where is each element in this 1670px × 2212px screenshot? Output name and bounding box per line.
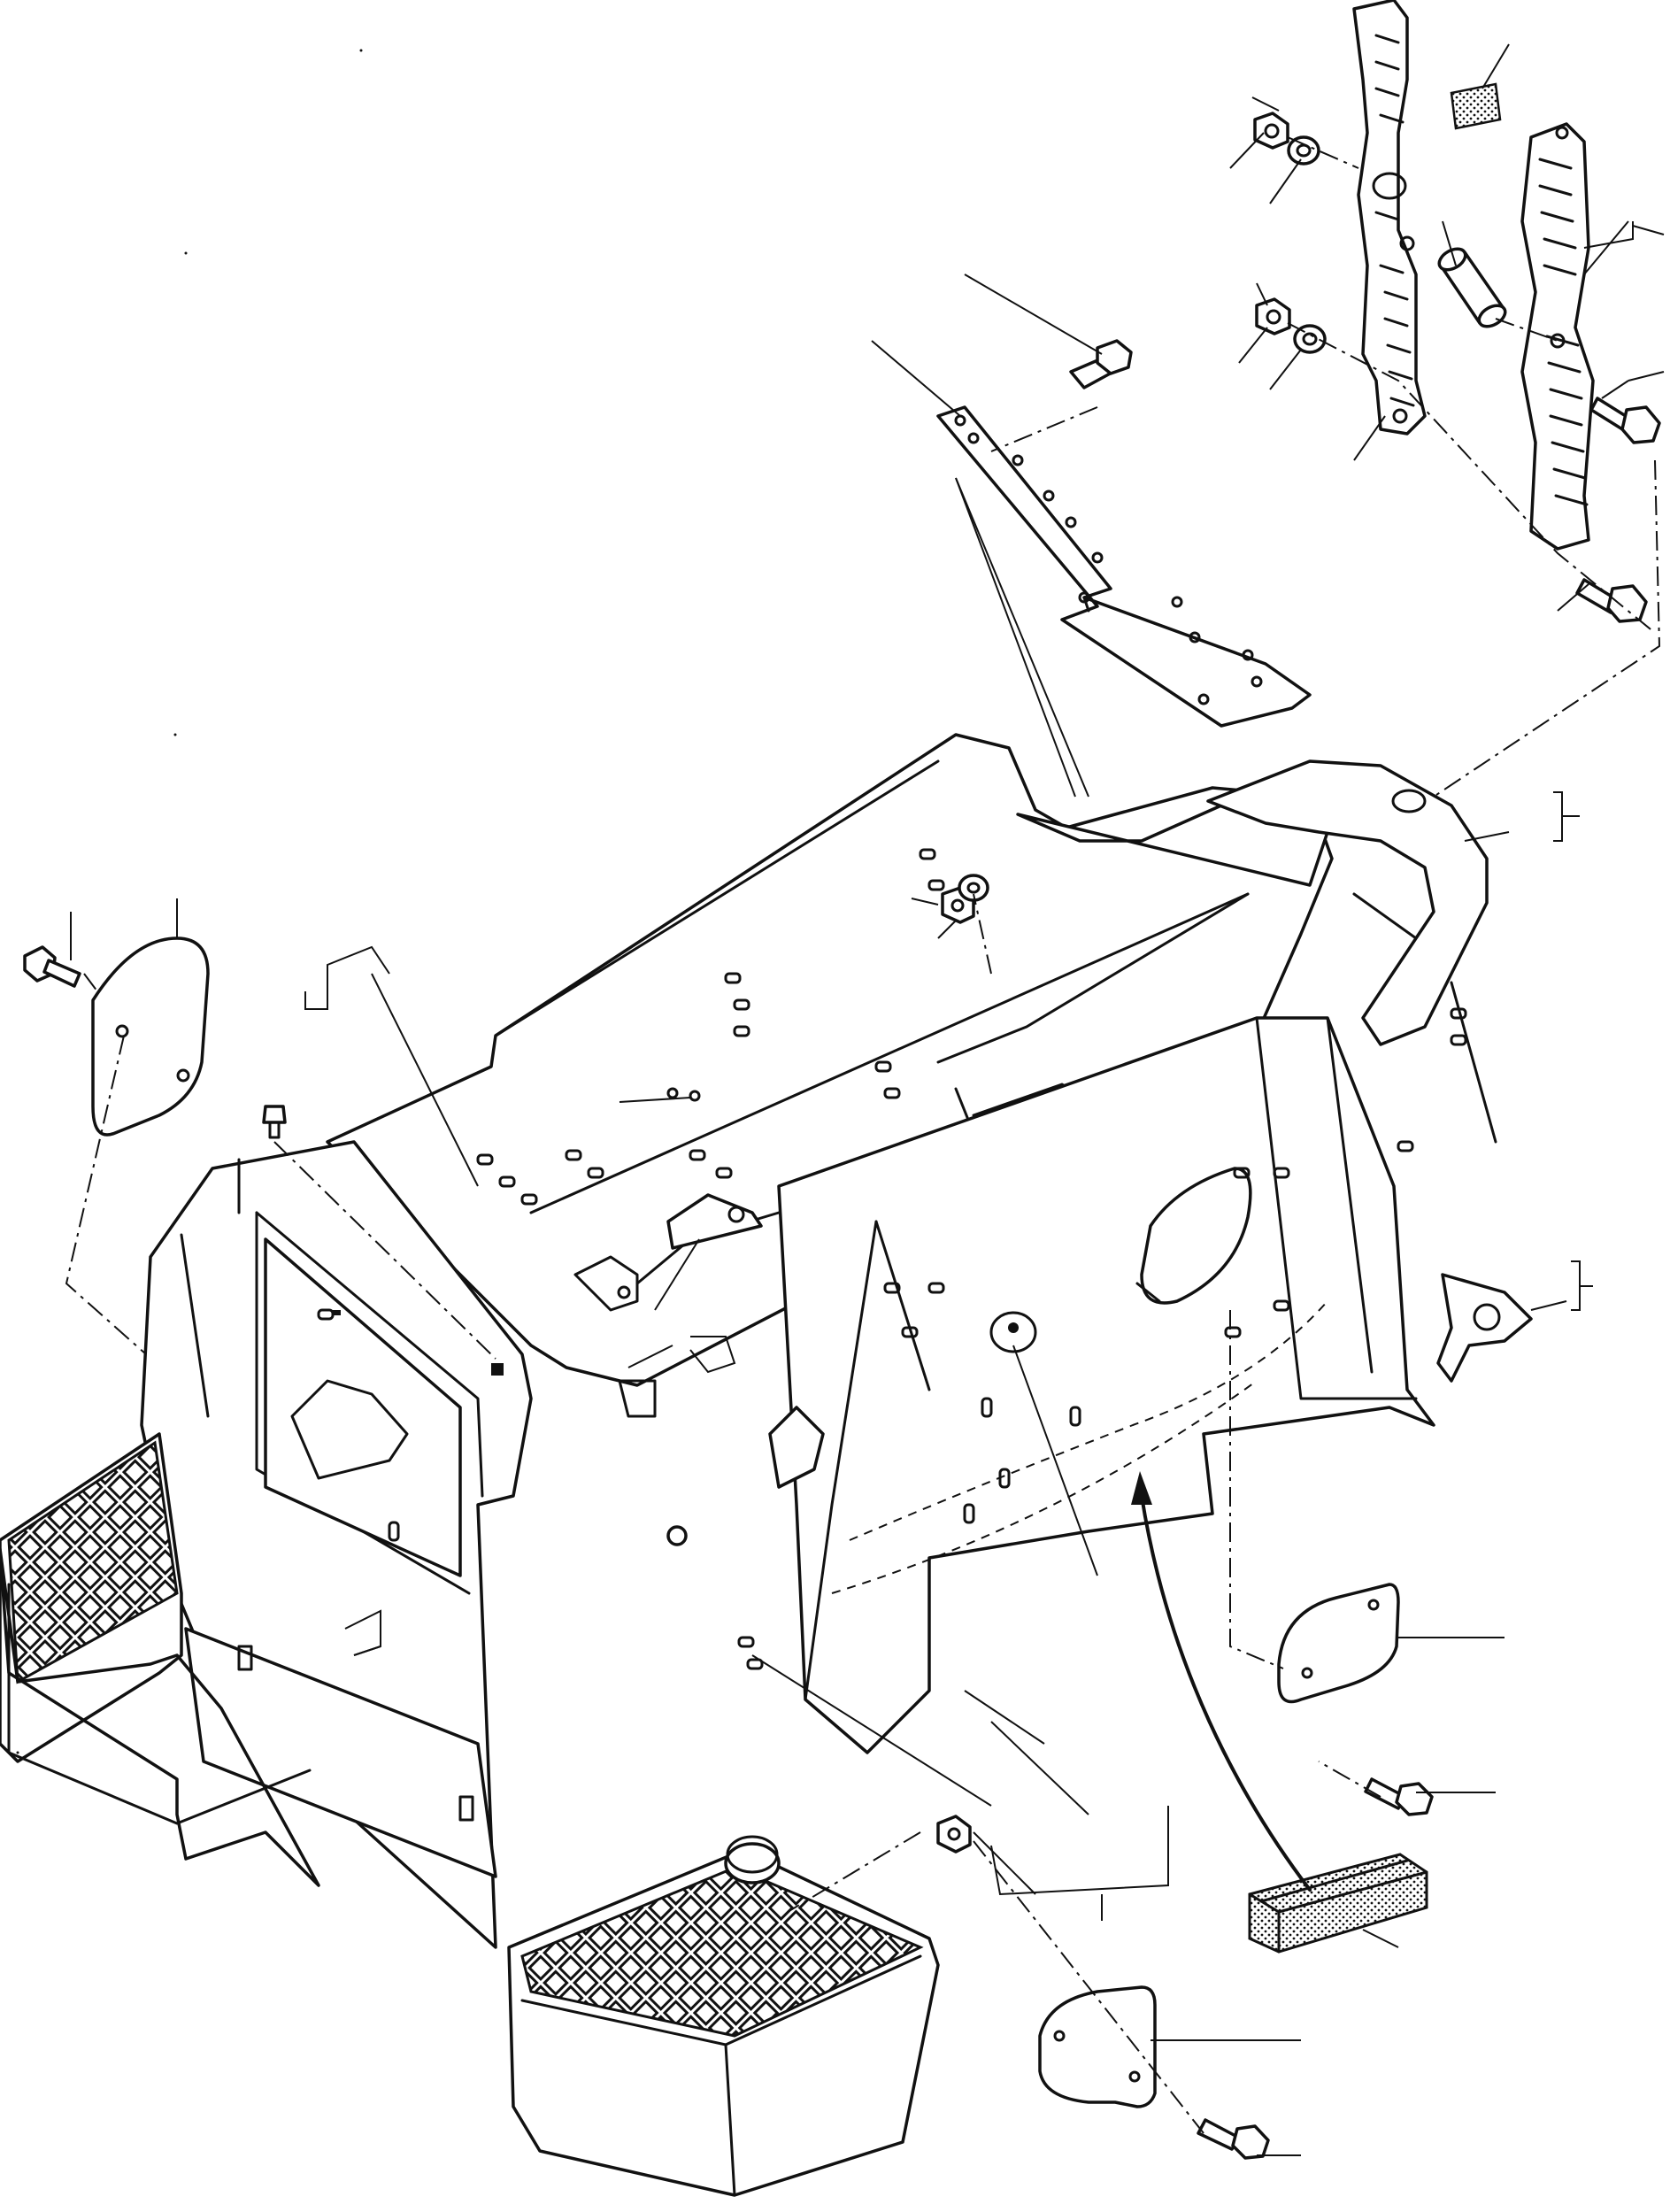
hex-nut-icon (936, 112, 1291, 1854)
chassis-frame-icon (140, 733, 1533, 1949)
grouping-brackets (304, 225, 1665, 1921)
cover-plate-icon (1038, 1985, 1157, 2108)
treadplate-step-icon (507, 1835, 940, 2197)
cover-plate-icon (1277, 1583, 1400, 1704)
slotted-link-icon (1520, 122, 1595, 551)
assembly-centerlines (65, 136, 1661, 2134)
hex-bolt-icon (23, 339, 1661, 2160)
slotted-link-icon (1352, 0, 1427, 435)
bracket-plate-icon (936, 405, 1312, 728)
treadplate-step-icon (0, 1432, 320, 1887)
cover-plate-icon (91, 936, 210, 1137)
washer-icon (958, 135, 1327, 902)
pad-icon (1450, 82, 1502, 130)
callout-leader-lines (70, 43, 1634, 2156)
mounting-direction-arrow-icon (1131, 1471, 1312, 1892)
scan-specks (16, 49, 363, 1754)
spacer-sleeve-icon (1437, 247, 1507, 328)
channel-seal-icon (1248, 1853, 1428, 1954)
